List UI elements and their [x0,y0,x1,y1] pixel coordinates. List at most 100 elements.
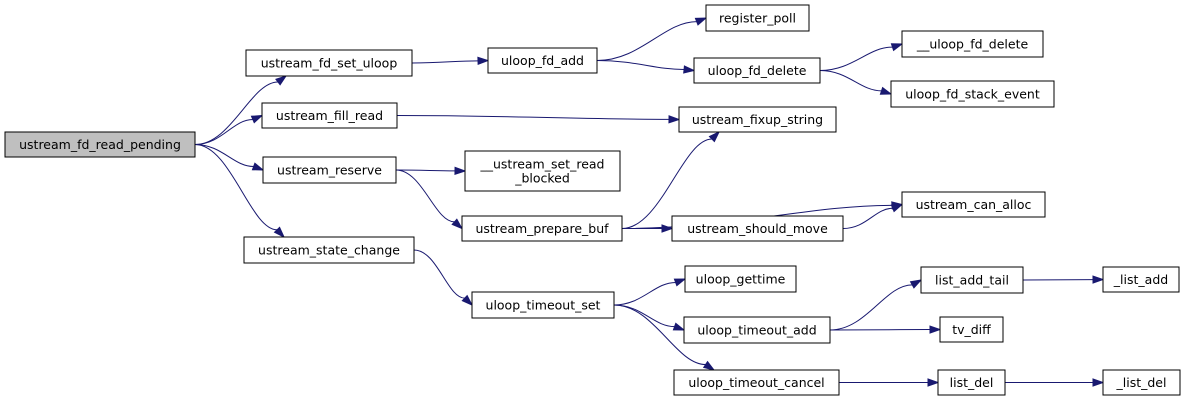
node-ustream-fill-read[interactable]: ustream_fill_read [261,102,398,129]
node-box [684,265,797,293]
node-label: ustream_fixup_string [692,112,823,127]
node-label: ustream_should_move [687,221,828,236]
node-box [464,150,621,192]
node-uloop-timeout-add[interactable]: uloop_timeout_add [683,316,831,344]
node-box [4,131,196,158]
node-label: _list_add [1113,272,1168,287]
node-ustream-prepare-buf[interactable]: ustream_prepare_buf [461,215,623,242]
node-list-add-tail[interactable]: list_add_tail [920,266,1024,294]
node-label: ustream_state_change [258,243,400,258]
node-uloop-fd-add[interactable]: uloop_fd_add [487,47,598,74]
edge-ustream_prepare_buf-to-ustream_should_move [621,224,674,233]
node-box [243,236,415,264]
node-box [487,47,598,74]
edge-uloop_timeout_set-to-uloop_timeout_cancel [613,304,716,371]
edge-uloop_timeout_add-to-list_add_tail [829,279,923,331]
node-label: list_add_tail [935,273,1009,288]
edge-list_add_tail-to-_list_add [1022,275,1105,284]
node-label: ustream_fd_read_pending [19,137,181,152]
node-box [937,369,1006,396]
node-box [245,49,413,77]
node-box [678,106,837,133]
node-box [683,316,831,344]
node-list-del[interactable]: _list_del [1102,369,1181,396]
edge-ustream_fd_read_pending-to-ustream_state_change [194,144,286,239]
node-tv-diff[interactable]: tv_diff [939,316,1004,343]
edge-uloop_fd_delete-to-__uloop_fd_delete [819,43,904,71]
node-register-poll[interactable]: register_poll [705,4,810,32]
node-box [461,215,623,242]
node-box [262,156,397,184]
node-box [939,316,1004,343]
node-box [1102,266,1180,293]
node-label: __uloop_fd_delete [916,37,1029,52]
edge-ustream_reserve-to-__ustream_set_read_blocked [395,166,467,176]
node-label: ustream_fd_set_uloop [261,56,398,71]
node-box [693,57,821,84]
node-label: uloop_timeout_set [486,298,601,313]
node-ustream-fd-read-pending[interactable]: ustream_fd_read_pending [4,131,196,158]
edge-list_del-to-_list_del [1004,378,1105,387]
nodes-layer: ustream_fd_read_pending ustream_fd_set_ul… [4,4,1181,396]
node-ustream-set-read-blocked[interactable]: __ustream_set_read_blocked [464,150,621,192]
node-box [901,30,1044,58]
edge-uloop_timeout_cancel-to-list_del [838,378,940,387]
edges-layer [194,17,1105,387]
edge-ustream_fd_read_pending-to-ustream_fill_read [194,114,264,145]
node-label: tv_diff [952,322,991,337]
node-label: ustream_prepare_buf [475,221,609,236]
node-box [705,4,810,32]
edge-uloop_timeout_add-to-tv_diff [829,325,942,334]
edge-ustream_fill_read-to-ustream_fixup_string [396,115,681,124]
node-label: uloop_fd_add [501,53,584,68]
node-label: uloop_fd_delete [708,63,807,78]
node-uloop-gettime[interactable]: uloop_gettime [684,265,797,293]
edge-ustream_prepare_buf-to-ustream_fixup_string [621,130,721,229]
node-label: uloop_fd_stack_event [905,87,1040,102]
edge-uloop_timeout_set-to-uloop_timeout_add [613,304,686,331]
edge-uloop_fd_add-to-register_poll [596,17,708,61]
edge-uloop_timeout_set-to-uloop_gettime [613,278,687,306]
node-label: ustream_fill_read [276,108,383,123]
node-label: ustream_can_alloc [916,197,1032,212]
node-box [261,102,398,129]
node-label: _list_del [1116,375,1167,390]
node-uloop-fd-delete[interactable]: uloop_fd_delete [693,57,821,84]
edge-ustream_fd_set_uloop-to-uloop_fd_add [411,56,490,66]
node-uloop-timeout-cancel[interactable]: uloop_timeout_cancel [673,369,840,396]
node-label: list_del [950,375,994,390]
edge-ustream_should_move-to-ustream_can_alloc [842,203,904,229]
node-box [920,266,1024,294]
edge-ustream_state_change-to-uloop_timeout_set [413,249,474,307]
node-list-add[interactable]: _list_add [1102,266,1180,293]
node-label: _blocked [514,171,570,186]
node-box [890,80,1055,108]
node-label: uloop_timeout_cancel [688,375,824,390]
node-ustream-fixup-string[interactable]: ustream_fixup_string [678,106,837,133]
node-label: register_poll [719,11,796,26]
edge-ustream_reserve-to-ustream_prepare_buf [395,169,464,230]
node-box [901,191,1046,218]
node-box [1102,369,1181,396]
node-ustream-can-alloc[interactable]: ustream_can_alloc [901,191,1046,218]
node-ustream-reserve[interactable]: ustream_reserve [262,156,397,184]
node-uloop-fd-stack-event[interactable]: uloop_fd_stack_event [890,80,1055,108]
node-box [671,215,844,242]
node-uloop-timeout-set[interactable]: uloop_timeout_set [471,291,615,319]
node-uloop-fd-delete[interactable]: __uloop_fd_delete [901,30,1044,58]
node-ustream-should-move[interactable]: ustream_should_move [671,215,844,242]
node-ustream-state-change[interactable]: ustream_state_change [243,236,415,264]
node-label: ustream_reserve [277,163,382,178]
node-box [471,291,615,319]
edge-uloop_fd_delete-to-uloop_fd_stack_event [819,70,893,95]
node-ustream-fd-set-uloop[interactable]: ustream_fd_set_uloop [245,49,413,77]
node-label: uloop_gettime [696,272,786,287]
node-label: uloop_timeout_add [697,323,816,338]
node-list-del[interactable]: list_del [937,369,1006,396]
node-box [673,369,840,396]
edge-ustream_fd_read_pending-to-ustream_fd_set_uloop [194,75,288,145]
edge-ustream_fd_read_pending-to-ustream_reserve [194,144,265,171]
edge-uloop_fd_add-to-uloop_fd_delete [596,60,696,74]
node-label: __ustream_set_read [480,157,605,172]
